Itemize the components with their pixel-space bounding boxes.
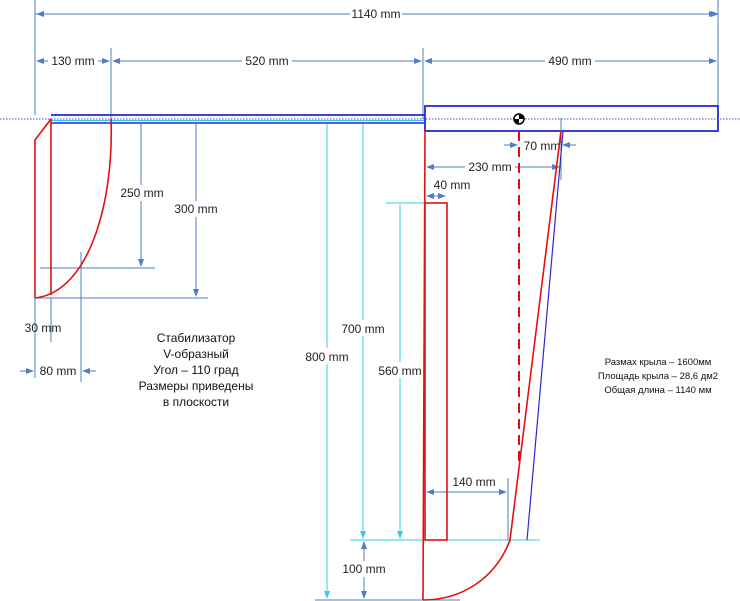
dim-row-2: 130 mm 520 mm 490 mm: [36, 54, 717, 68]
label-span-560: 560 mm: [378, 364, 421, 378]
aileron: [424, 202, 448, 541]
note-line: в плоскости: [163, 395, 229, 409]
tail-boom: [51, 114, 425, 124]
label-stab-30: 30 mm: [25, 321, 62, 335]
note-line: Стабилизатор: [157, 331, 236, 345]
dim-total-length: 1140 mm: [35, 6, 719, 21]
note-line: Угол – 110 град: [153, 363, 238, 377]
wing-dims: 70 mm 230 mm 40 mm 140 mm: [426, 118, 576, 540]
label-tip-100: 100 mm: [342, 562, 385, 576]
stabilizer-dims: 250 mm 300 mm 30 mm 80 mm: [20, 124, 222, 382]
label-span-700: 700 mm: [341, 322, 384, 336]
spec-total-length: Общая длина – 1140 мм: [604, 385, 711, 396]
wing-span-dims: 800 mm 700 mm 560 mm 100 mm: [301, 124, 540, 601]
label-span-800: 800 mm: [305, 350, 348, 364]
label-stab-300: 300 mm: [174, 202, 217, 216]
spec-wing-area: Площадь крыла – 28,6 дм2: [598, 371, 718, 382]
label-stab-offset: 130 mm: [51, 54, 94, 68]
label-total-length: 1140 mm: [351, 7, 400, 21]
note-line: V-образный: [163, 347, 229, 361]
specs-note: Размах крыла – 1600мм Площадь крыла – 28…: [598, 357, 718, 396]
label-cg-70: 70 mm: [524, 139, 561, 153]
label-stab-250: 250 mm: [120, 186, 163, 200]
center-of-gravity-icon: [513, 113, 525, 125]
label-tip-140: 140 mm: [452, 475, 495, 489]
label-stab-80: 80 mm: [40, 364, 77, 378]
spec-wingspan: Размах крыла – 1600мм: [605, 357, 712, 368]
label-stab-to-wing: 520 mm: [245, 54, 288, 68]
label-cg-230: 230 mm: [468, 160, 511, 174]
stabilizer-outline: [34, 118, 113, 299]
label-wing-to-nose: 490 mm: [548, 54, 591, 68]
note-line: Размеры приведены: [139, 379, 254, 393]
wing-outline: [422, 130, 564, 601]
label-aileron-40: 40 mm: [434, 178, 471, 192]
fuselage: [424, 105, 719, 132]
stabilizer-note: Стабилизатор V-образный Угол – 110 град …: [139, 331, 254, 409]
